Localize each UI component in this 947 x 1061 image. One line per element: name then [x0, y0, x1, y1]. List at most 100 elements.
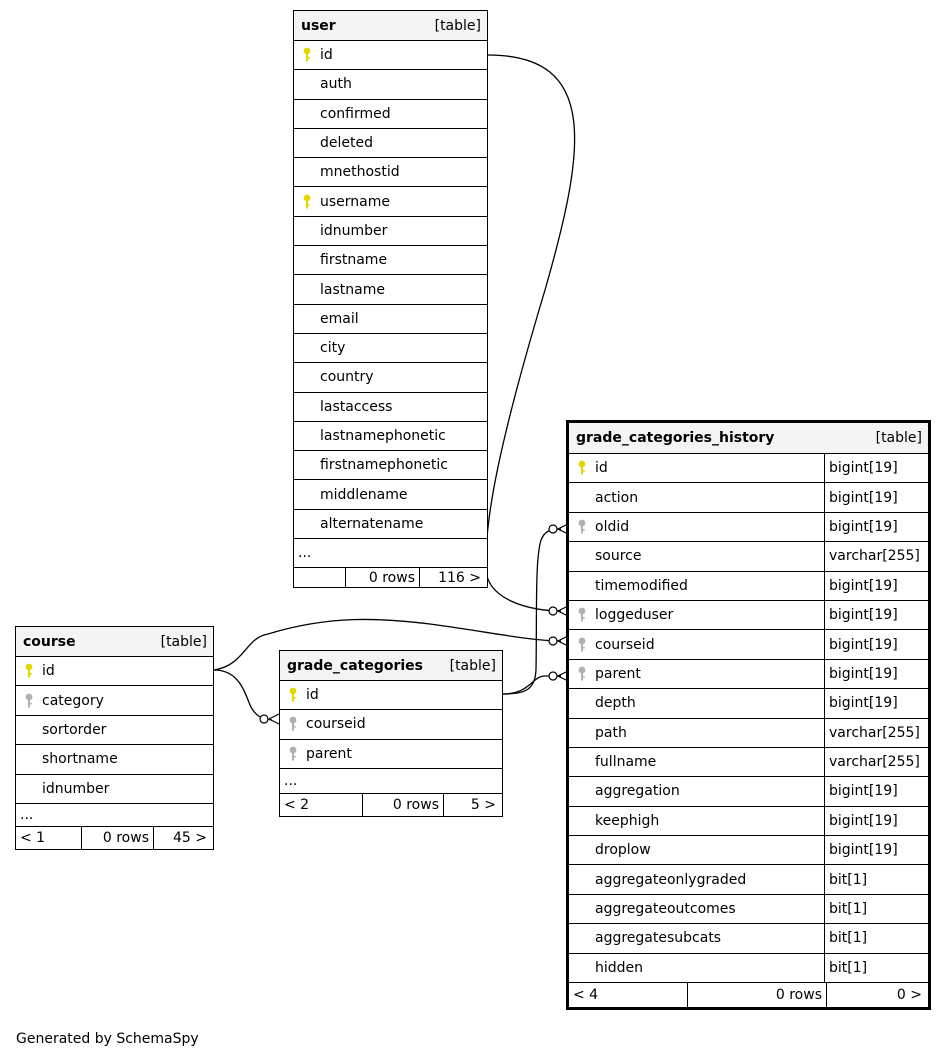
- column-name-cell: droplow: [569, 836, 824, 864]
- column-name: hidden: [595, 959, 644, 976]
- table-header: user [table]: [294, 11, 487, 41]
- column-name-cell: courseid: [569, 630, 824, 658]
- column-name-cell: country: [294, 363, 487, 391]
- column-name-cell: sortorder: [16, 716, 213, 744]
- column-name: id: [42, 663, 55, 680]
- column-row-lastaccess[interactable]: lastaccess: [294, 393, 487, 422]
- column-name: courseid: [306, 716, 366, 733]
- row-count: 0 rows: [82, 826, 154, 849]
- column-type: bigint[19]: [824, 836, 928, 865]
- column-name-cell: loggeduser: [569, 601, 824, 629]
- column-row-city[interactable]: city: [294, 334, 487, 364]
- column-row-lastname[interactable]: lastname: [294, 275, 487, 305]
- row-count: 0 rows: [346, 568, 420, 588]
- column-name-cell: parent: [280, 740, 502, 768]
- column-name: action: [595, 489, 639, 506]
- column-name-cell: depth: [569, 689, 824, 717]
- column-row-auth[interactable]: auth: [294, 70, 487, 100]
- column-type: bit[1]: [824, 865, 928, 894]
- column-name: parent: [595, 665, 641, 682]
- column-name: depth: [595, 695, 636, 712]
- column-name-cell: courseid: [280, 710, 502, 738]
- column-name-cell: lastname: [294, 275, 487, 303]
- column-row-idnumber[interactable]: idnumber: [294, 217, 487, 247]
- column-row-deleted[interactable]: deleted: [294, 129, 487, 159]
- column-row-firstname[interactable]: firstname: [294, 246, 487, 276]
- more-columns-ellipsis: ...: [280, 769, 502, 794]
- column-row-email[interactable]: email: [294, 305, 487, 334]
- column-name-cell: oldid: [569, 513, 824, 541]
- column-row-username[interactable]: username: [294, 187, 487, 217]
- child-count: 116 >: [438, 569, 481, 586]
- column-row-id[interactable]: id: [280, 681, 502, 711]
- column-row-mnethostid[interactable]: mnethostid: [294, 158, 487, 188]
- column-row-parent[interactable]: parent: [280, 740, 502, 769]
- generator-caption: Generated by SchemaSpy: [16, 1031, 199, 1047]
- primary-key-icon: [289, 687, 297, 703]
- column-row-sortorder[interactable]: sortorder: [16, 716, 213, 746]
- column-type: bigint[19]: [824, 483, 928, 512]
- table-name: grade_categories: [287, 657, 423, 674]
- column-row-courseid[interactable]: courseid: [280, 710, 502, 740]
- column-row-category[interactable]: category: [16, 686, 213, 716]
- column-row-country[interactable]: country: [294, 363, 487, 393]
- column-name: aggregatesubcats: [595, 930, 722, 947]
- column-name: timemodified: [595, 577, 688, 594]
- column-row-alternatename[interactable]: alternatename: [294, 510, 487, 540]
- column-name: path: [595, 724, 627, 741]
- column-row-middlename[interactable]: middlename: [294, 480, 487, 510]
- column-row-shortname[interactable]: shortname: [16, 745, 213, 775]
- table-footer: 0 rows 116 >: [294, 568, 487, 588]
- column-name: firstnamephonetic: [320, 457, 448, 474]
- column-type: bit[1]: [824, 894, 928, 924]
- column-row-confirmed[interactable]: confirmed: [294, 100, 487, 129]
- column-name-cell: category: [16, 686, 213, 714]
- column-name: lastname: [320, 281, 385, 298]
- column-name: city: [320, 340, 346, 357]
- column-name: mnethostid: [320, 164, 400, 181]
- column-row-lastnamephonetic[interactable]: lastnamephonetic: [294, 422, 487, 452]
- column-row-id[interactable]: id: [294, 41, 487, 71]
- column-row-aggregatesubcats[interactable]: aggregatesubcats bit[1]: [569, 924, 928, 954]
- row-count: 0 rows: [363, 793, 444, 816]
- table-tag: [table]: [434, 17, 481, 34]
- foreign-key-icon: [289, 716, 297, 732]
- column-name: middlename: [320, 486, 408, 503]
- column-name-cell: firstname: [294, 246, 487, 274]
- table-name: user: [301, 17, 336, 34]
- column-row-id[interactable]: id: [16, 657, 213, 687]
- column-name-cell: confirmed: [294, 100, 487, 128]
- column-type: bit[1]: [824, 924, 928, 953]
- column-name-cell: id: [280, 681, 502, 709]
- column-row-action[interactable]: action bigint[19]: [569, 483, 928, 513]
- column-name-cell: lastnamephonetic: [294, 422, 487, 450]
- foreign-key-icon: [578, 607, 586, 623]
- column-row-firstnamephonetic[interactable]: firstnamephonetic: [294, 451, 487, 481]
- table-header: grade_categories_history [table]: [569, 423, 928, 454]
- column-type: varchar[255]: [824, 747, 928, 777]
- column-row-idnumber[interactable]: idnumber: [16, 775, 213, 804]
- column-name: keephigh: [595, 812, 660, 829]
- column-name-cell: shortname: [16, 745, 213, 773]
